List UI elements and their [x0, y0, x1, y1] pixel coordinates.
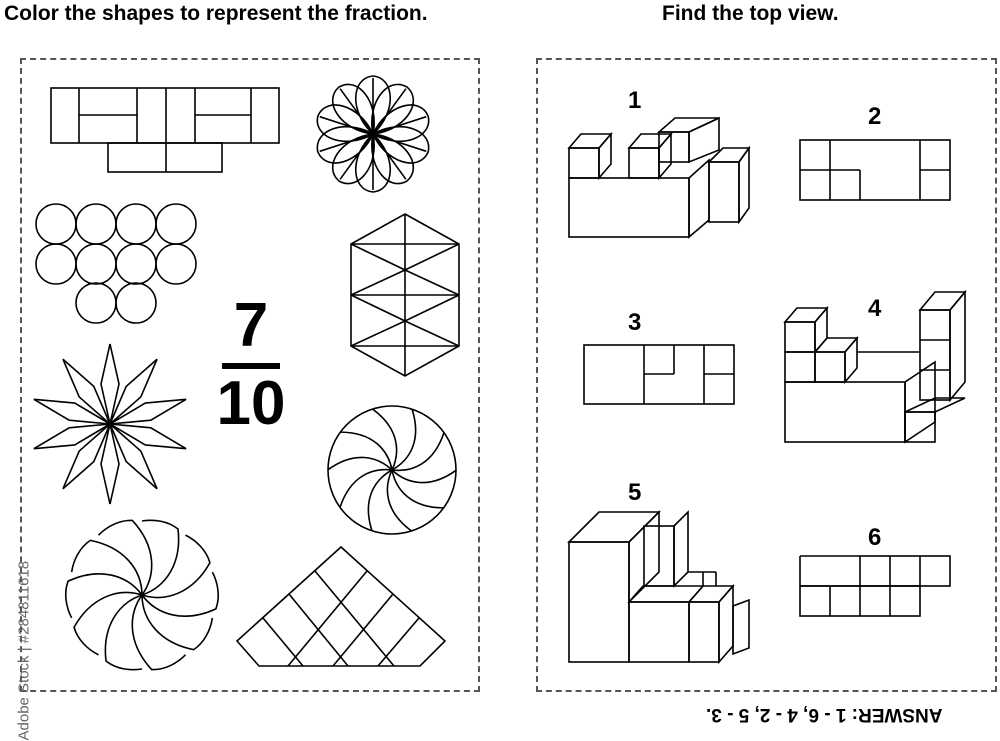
- fraction-denominator: 10: [216, 369, 286, 438]
- top-view-panel: [536, 58, 997, 692]
- puzzle-label-2: 2: [868, 103, 881, 130]
- puzzle-figure-1[interactable]: [567, 116, 751, 239]
- star-shape[interactable]: [30, 343, 190, 505]
- puzzle-figure-3[interactable]: [583, 344, 735, 405]
- puzzle-label-4: 4: [868, 295, 882, 322]
- puzzle-figure-2[interactable]: [799, 139, 951, 201]
- puzzle-figure-5[interactable]: [567, 510, 750, 665]
- puzzle-label-3: 3: [628, 309, 641, 336]
- circle-cluster-shape[interactable]: [35, 203, 197, 324]
- fraction-panel: [20, 58, 480, 692]
- swirl-flower-shape[interactable]: [58, 512, 226, 678]
- puzzle-figure-6[interactable]: [799, 555, 951, 617]
- puzzle-figure-4[interactable]: [783, 289, 967, 444]
- puzzle-label-6: 6: [868, 524, 881, 551]
- fraction-display: 7 10: [206, 295, 296, 435]
- hexagon-shape[interactable]: [350, 213, 460, 377]
- fraction-numerator: 7: [233, 291, 269, 360]
- worksheet-title-fraction: Color the shapes to represent the fracti…: [4, 2, 428, 25]
- swirl-circle-shape[interactable]: [325, 405, 459, 535]
- worksheet-title-top-view: Find the top view.: [662, 2, 839, 25]
- triangle-grid-shape[interactable]: [235, 545, 447, 667]
- watermark-id: Adobe Stock | #284811618: [15, 560, 33, 741]
- fraction-bar: [222, 363, 280, 369]
- puzzle-label-1: 1: [628, 87, 641, 114]
- rectangle-block-shape[interactable]: [50, 87, 280, 173]
- answer-key: ANSWER: 1 - 6, 4 - 2, 5 - 3.: [706, 704, 943, 725]
- flower-shape[interactable]: [311, 75, 435, 193]
- puzzle-label-5: 5: [628, 479, 641, 506]
